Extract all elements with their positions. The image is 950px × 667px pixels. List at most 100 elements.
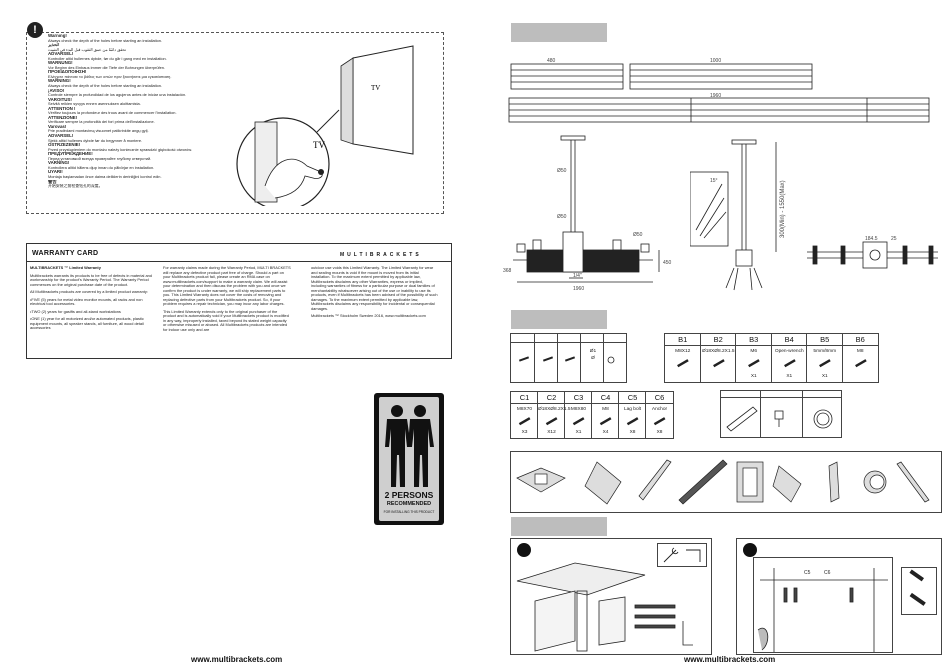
warning-heading: ATTENTION !	[48, 106, 76, 111]
warning-sentence: Prie pradėdami montavimą visuomet patikr…	[48, 129, 149, 134]
part-spec: M8X12	[675, 349, 691, 354]
parts-d-icons	[726, 406, 833, 432]
dim-25: 25	[891, 236, 897, 242]
warning-sentence: Verificare sempre la profondità dei fori…	[48, 120, 155, 125]
warning-heading: ПРЕДУПРЕЖДЕНИЕ!	[48, 152, 93, 157]
part-icon	[518, 417, 531, 426]
tv-label-1: TV	[371, 84, 380, 92]
warning-sentence: Controle siempre la profundidad de los a…	[48, 93, 187, 98]
divider	[619, 403, 646, 404]
divider	[538, 403, 565, 404]
warning-heading: ATTENZIONE!	[48, 115, 78, 120]
part-spec: Lag bolt	[623, 407, 642, 412]
warning-heading: VARNING!	[48, 161, 70, 166]
divider	[592, 403, 619, 404]
warranty-paragraph: Multibrackets ™ Stockholm Sweden 2016, w…	[311, 313, 426, 318]
divider	[736, 345, 772, 346]
warning-heading: OSTRZEŻENIE!	[48, 143, 81, 148]
warranty-column-2: For warranty claims made during the Warr…	[163, 265, 291, 335]
step-1-illustration	[516, 562, 693, 652]
warning-sentence: Montaja başlamadan önce daima deliklerin…	[48, 174, 162, 179]
warning-sentence: Always check the depth of the holes befo…	[48, 84, 162, 89]
part-spec: M8X80	[570, 407, 587, 412]
warning-heading: VAROITUS!	[48, 97, 72, 102]
part-icon	[626, 417, 639, 426]
warranty-card	[26, 243, 452, 359]
dim-height-range: 300(Min) - 1550(Max)	[780, 180, 786, 238]
warning-heading: تحذير!	[48, 43, 60, 48]
dim-480: 480	[547, 58, 556, 64]
part-a-spec-1: Ø1	[589, 349, 597, 354]
warning-sentence: Kontrollera alltid hålens djup innan du …	[48, 165, 155, 170]
warning-sentence: Selvitä reikien syvyys ennen asennuksen …	[48, 102, 141, 107]
warning-heading: Varovas!	[48, 124, 67, 129]
parts-table-d	[720, 390, 842, 438]
warning-icon: !	[27, 22, 43, 38]
footer-url-left[interactable]: www.multibrackets.com	[191, 655, 283, 664]
section-header-installation	[511, 517, 607, 536]
step-2-illustration: C5 C6	[757, 568, 888, 652]
warning-sentence: Kontroller altid hullernes dybde, før du…	[48, 56, 167, 61]
part-spec: Ø18XØ8.2X1.5	[538, 407, 571, 412]
warning-sentence: 开始安装之前检查钻孔的深度。	[48, 184, 103, 189]
divider	[842, 345, 878, 346]
warning-sentence: Перед установкой всегда проверяйте глуби…	[48, 156, 152, 161]
divider	[665, 345, 701, 346]
warranty-paragraph: •TWO (2) years for gasifts and all-stand…	[30, 308, 121, 314]
dim-1000: 1000	[710, 58, 721, 64]
warning-sentence: Vérifiez toujours la profondeur des trou…	[48, 111, 177, 116]
warning-heading: WARNUNG!	[48, 61, 73, 66]
warning-sentence: تحقق دائمًا من عمق الثقوب قبل البدء في ا…	[48, 47, 126, 52]
part-id: C3	[573, 393, 584, 402]
divider	[700, 345, 736, 346]
part-quantity: X1	[575, 430, 582, 435]
dim-184: 184.5	[865, 236, 878, 242]
part-spec: 5mm/8mm	[813, 349, 837, 354]
part-quantity: X12	[547, 430, 556, 435]
warranty-column-3: outdoor use voids this Limited Warranty.…	[311, 265, 439, 322]
warning-heading: Warning!	[48, 34, 67, 38]
warning-text: Warning!Always check the depth of the ho…	[48, 34, 248, 189]
label-c5: C5	[804, 570, 811, 576]
part-id: C4	[600, 393, 611, 402]
label-c6: C6	[824, 570, 831, 576]
dim-450: 450	[663, 260, 672, 266]
persons-icon	[385, 405, 434, 487]
warning-heading: 警告	[48, 179, 57, 184]
warranty-title: WARRANTY CARD	[32, 250, 99, 257]
footer-url-right[interactable]: www.multibrackets.com	[684, 655, 776, 664]
step-2-marker	[743, 543, 757, 557]
warning-sentence: Always check the depth of the holes befo…	[48, 38, 162, 43]
step-1-panel	[510, 538, 712, 655]
warning-sentence: Ελέγχετε πάντοτε το βάθος των οπών πριν …	[48, 74, 172, 79]
divider	[565, 403, 592, 404]
part-id: B1	[678, 335, 688, 344]
warning-heading: UYARI!	[48, 170, 63, 175]
part-quantity: X3	[521, 430, 528, 435]
part-id: B2	[713, 335, 723, 344]
part-id: B6	[855, 335, 865, 344]
part-spec: M8	[602, 407, 609, 412]
part-icon	[599, 417, 612, 426]
part-icon	[677, 359, 689, 368]
part-quantity: X1	[786, 374, 793, 379]
part-icon	[712, 359, 725, 368]
warranty-paragraph: outdoor use voids this Limited Warranty.…	[311, 265, 438, 311]
part-a-spec-2: Ø	[591, 356, 595, 361]
part-icon	[748, 359, 760, 368]
part-spec: M6	[750, 349, 758, 354]
warranty-paragraph: All Multibrackets products are covered b…	[30, 289, 148, 294]
part-icon	[819, 359, 831, 368]
step-1-tools-box	[657, 543, 707, 567]
